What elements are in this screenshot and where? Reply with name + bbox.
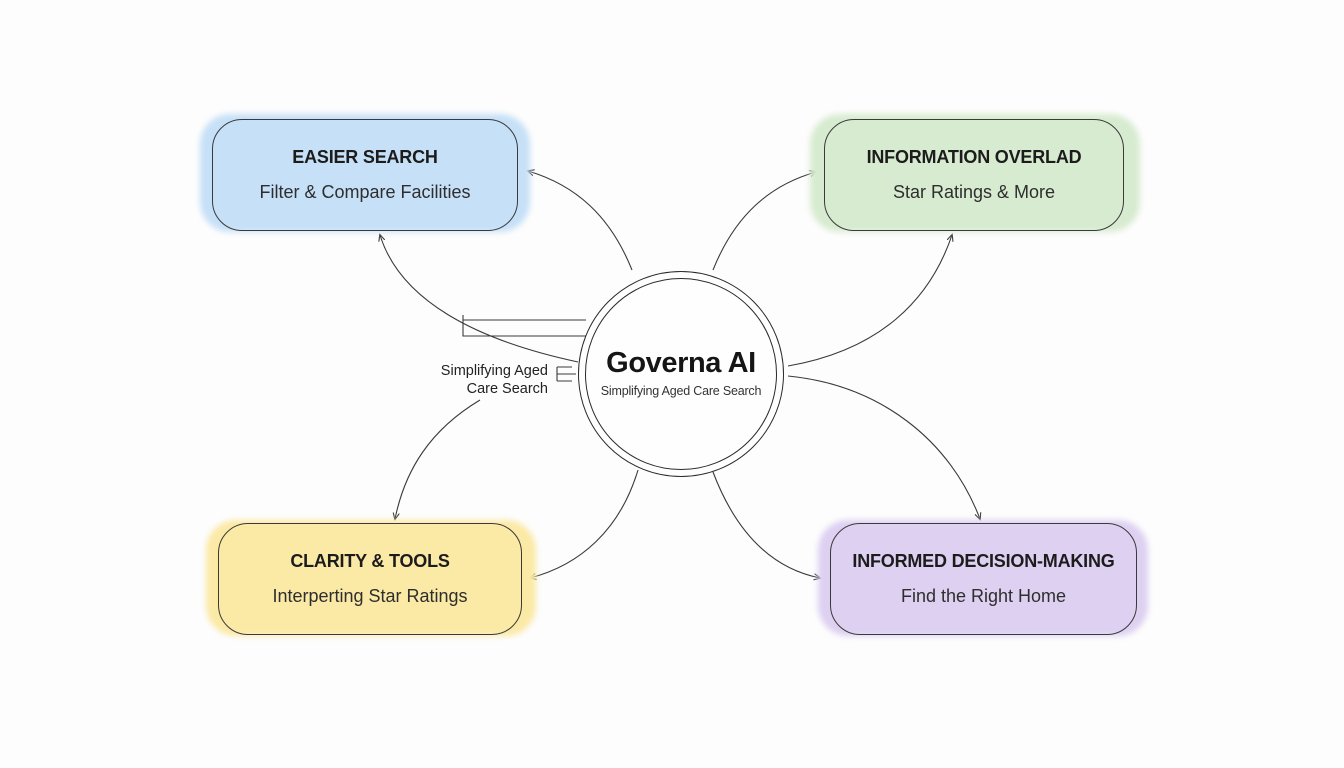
node-title: CLARITY & TOOLS (290, 551, 450, 571)
node-subtitle: Find the Right Home (900, 586, 1067, 606)
node-informed-decision-making: INFORMED DECISION-MAKING Find the Right … (830, 523, 1137, 635)
node-clarity-tools: CLARITY & TOOLS Interperting Star Rating… (218, 523, 522, 635)
node-subtitle: Interperting Star Ratings (272, 586, 468, 606)
connector-hub-to-informed-decision-bottom (712, 471, 820, 578)
side-label: Simplifying Aged Care Search (420, 362, 548, 398)
hub-inner-ring: Governa AI Simplifying Aged Care Search (585, 278, 777, 470)
easier-search-wash (200, 114, 530, 232)
connector-hub-to-easier-search-top (528, 171, 633, 271)
node-title: INFORMED DECISION-MAKING (852, 551, 1115, 571)
clarity-tools-wash (206, 520, 536, 636)
node-information-overload: INFORMATION OVERLAD Star Ratings & More (824, 119, 1124, 231)
node-title: EASIER SEARCH (292, 147, 438, 167)
node-subtitle: Filter & Compare Facilities (259, 182, 471, 202)
informed-decision-wash (818, 520, 1148, 636)
hub-subtitle: Simplifying Aged Care Search (600, 383, 762, 398)
information-overload-wash (810, 114, 1140, 232)
node-subtitle: Star Ratings & More (892, 182, 1056, 202)
side-label-tick (556, 366, 576, 382)
connector-hub-to-informed-decision-top (787, 375, 980, 519)
connector-hub-to-clarity-tools (530, 469, 639, 578)
connector-label-to-clarity-tools (395, 399, 481, 519)
hub-title: Governa AI (606, 346, 756, 379)
node-easier-search: EASIER SEARCH Filter & Compare Facilitie… (212, 119, 518, 231)
side-label-bracket (462, 315, 586, 337)
connector-hub-to-information-overload-bottom (787, 235, 952, 367)
connector-hub-to-information-overload-top (712, 172, 816, 271)
node-title: INFORMATION OVERLAD (866, 147, 1082, 167)
side-label-line-2: Care Search (466, 381, 548, 397)
side-label-line-1: Simplifying Aged (440, 363, 548, 379)
hub-governa-ai: Governa AI Simplifying Aged Care Search (578, 271, 784, 477)
connector-hub-to-easier-search-bottom (380, 235, 579, 363)
